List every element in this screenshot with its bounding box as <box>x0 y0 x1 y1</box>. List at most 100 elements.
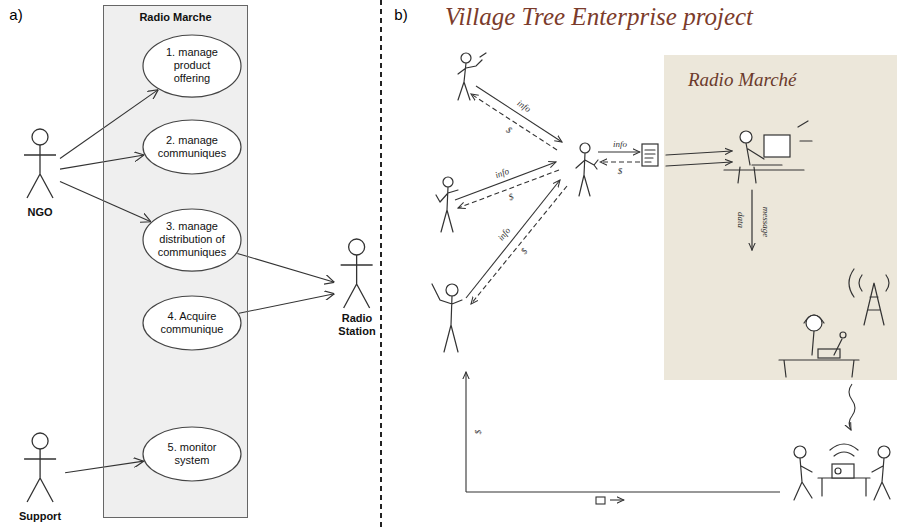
arrow-note: message <box>761 207 771 238</box>
actor-figure <box>15 432 65 506</box>
data-arrow <box>751 190 752 250</box>
person-sketch <box>872 458 890 500</box>
use-case-shape <box>143 296 241 350</box>
info-arrow <box>466 180 560 298</box>
actor-head <box>32 129 48 145</box>
association-arrow <box>237 253 334 282</box>
actor-label: NGO <box>27 206 52 219</box>
stick-figure <box>341 239 373 308</box>
panel-illustration <box>664 55 897 380</box>
parcel-icon <box>596 497 605 504</box>
use-case-label: 4. Acquire communique <box>156 310 228 336</box>
document-lines <box>645 150 655 162</box>
money-arrow <box>471 186 567 304</box>
arrow-note: $ <box>519 246 530 256</box>
actor-body <box>24 145 56 198</box>
actor: Radio Station <box>334 238 379 340</box>
system-boundary: Radio Marche 1. manage product offering 2.… <box>103 5 248 518</box>
actor-body <box>341 255 373 308</box>
arrow-note: info <box>515 98 532 114</box>
actor-figure <box>334 238 379 312</box>
table-sketch <box>818 478 870 496</box>
actor-label: Support <box>19 510 61 523</box>
radio-panel: Radio Marché <box>664 55 897 380</box>
association-arrow <box>239 294 334 314</box>
actor-figure <box>20 128 60 202</box>
person-head <box>740 131 752 143</box>
panel-letter: b) <box>394 6 407 23</box>
person-head <box>443 177 453 187</box>
microphone <box>840 332 846 338</box>
person-sketch <box>458 53 486 100</box>
arrow-note: data <box>736 212 746 228</box>
use-case-ellipse: 3. manage distribution of communiques <box>142 208 242 272</box>
person-sketch <box>738 121 812 183</box>
use-case-label: 5. monitor system <box>156 441 228 467</box>
arrow-note: info <box>613 139 627 149</box>
radio-waves <box>830 444 858 456</box>
stick-figure <box>24 129 56 198</box>
antenna-sketch <box>864 283 884 325</box>
return-line <box>466 491 780 492</box>
person-head <box>446 284 458 296</box>
person-sketch <box>436 187 458 232</box>
use-case-shape <box>143 35 241 97</box>
divider-line <box>380 0 382 527</box>
use-case-label: 2. manage communiques <box>156 134 228 160</box>
use-case-ellipse: 5. monitor system <box>142 426 242 482</box>
antenna-waves <box>849 269 889 297</box>
actor-label: Radio Station <box>334 312 379 338</box>
input-arrow <box>666 162 732 166</box>
desk-sketch <box>724 165 804 170</box>
stick-figure <box>24 433 56 502</box>
association-arrow <box>65 461 144 473</box>
panel-letter: a) <box>9 6 22 23</box>
arrow-note: $ <box>507 192 515 203</box>
document-icon <box>642 144 658 166</box>
actor: Support <box>15 432 65 521</box>
association-arrow <box>60 181 151 221</box>
info-arrow <box>598 151 640 152</box>
money-arrow <box>600 161 640 162</box>
person-sketch <box>576 153 598 196</box>
person-head <box>878 446 890 458</box>
input-arrow <box>666 151 732 155</box>
info-arrow <box>455 162 556 200</box>
return-arrow <box>465 372 466 492</box>
use-case-shape <box>143 427 241 481</box>
person-head <box>461 53 471 63</box>
radio-speaker <box>835 468 841 474</box>
arrow-note: $ <box>618 166 623 176</box>
info-arrow <box>476 86 562 142</box>
system-title: Radio Marche <box>104 6 247 24</box>
person-sketch <box>794 458 812 500</box>
use-case-ellipse: 4. Acquire communique <box>142 295 242 351</box>
system-fill <box>103 5 248 518</box>
person-head <box>794 446 806 458</box>
arrow-note: $ <box>504 125 513 136</box>
use-case-shape <box>143 209 241 271</box>
arrow-note: $ <box>473 430 483 435</box>
panel-title: Radio Marché <box>688 69 797 91</box>
use-case-label: 1. manage product offering <box>156 46 228 85</box>
radio-icon <box>832 464 854 478</box>
money-arrow <box>471 94 557 150</box>
use-case-ellipse: 1. manage product offering <box>142 34 242 98</box>
broadcast-arrow <box>849 384 855 430</box>
person-head <box>580 143 590 153</box>
computer-screen <box>764 135 790 157</box>
arrow-note: info <box>496 225 513 242</box>
use-case-label: 3. manage distribution of communiques <box>156 220 228 259</box>
actor: NGO <box>20 128 60 217</box>
equipment-box <box>818 349 840 358</box>
use-case-ellipse: 2. manage communiques <box>142 119 242 175</box>
person-sketch <box>432 284 462 352</box>
use-case-shape <box>143 120 241 174</box>
sketch-people <box>432 53 658 352</box>
diagram-title: Village Tree Enterprise project <box>445 3 753 31</box>
actor-head <box>349 239 365 255</box>
parcel-arrow <box>610 499 624 500</box>
studio-sketch <box>666 121 889 377</box>
arrow-note: info <box>494 166 511 180</box>
